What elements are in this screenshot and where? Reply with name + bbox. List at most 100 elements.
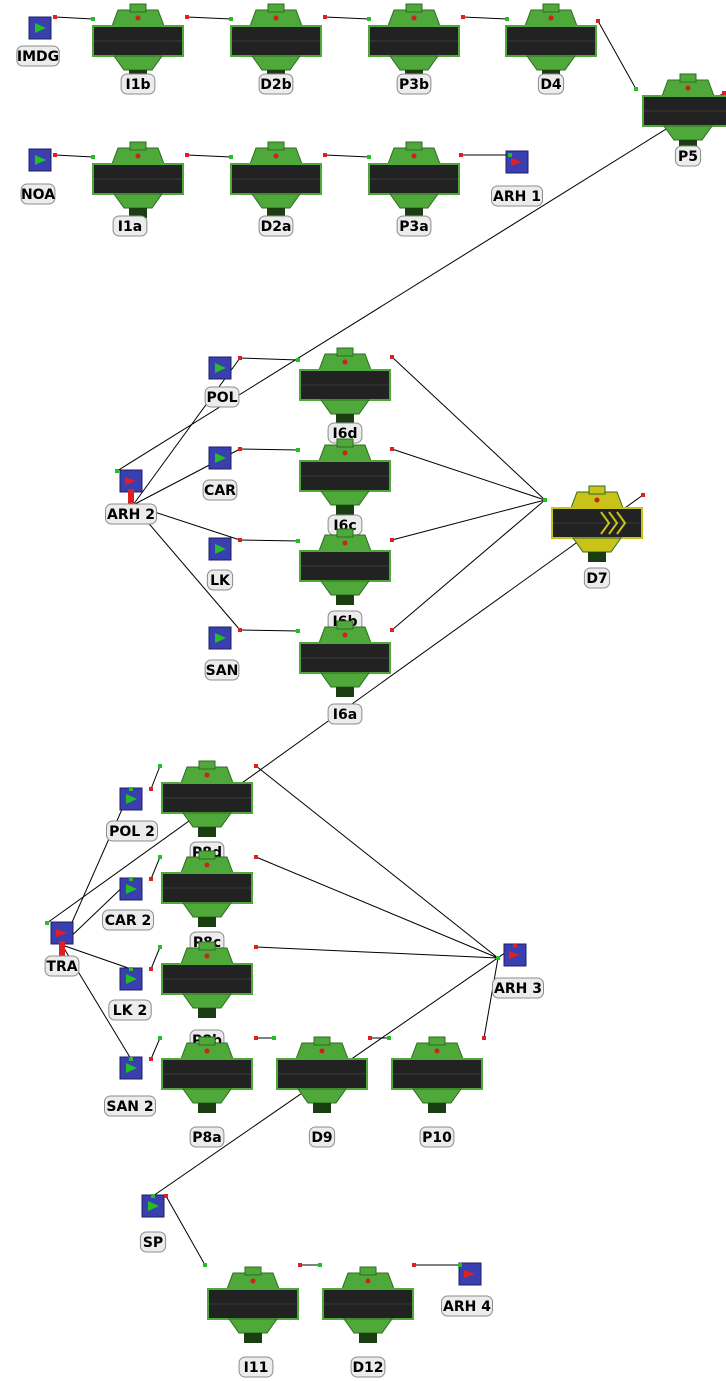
machine-node-p8b[interactable]: P8b [158, 941, 258, 1051]
input-port[interactable] [543, 498, 547, 502]
machine-node-p5[interactable]: P5 [634, 73, 726, 167]
output-port[interactable] [390, 355, 394, 359]
output-port[interactable] [298, 1263, 302, 1267]
input-port[interactable] [296, 629, 300, 633]
machine-node-p8d[interactable]: P8d [158, 760, 258, 863]
output-port[interactable] [238, 447, 242, 451]
output-port[interactable] [185, 153, 189, 157]
machine-node-d4[interactable]: D4 [505, 3, 600, 95]
machine-node-p3a[interactable]: P3a [367, 141, 463, 237]
output-port[interactable] [53, 153, 57, 157]
machine-node-d12[interactable]: D12 [318, 1263, 416, 1378]
input-port[interactable] [158, 764, 162, 768]
input-port[interactable] [115, 469, 119, 473]
input-port[interactable] [634, 87, 638, 91]
machine-node-d2a[interactable]: D2a [229, 141, 327, 237]
input-port[interactable] [229, 155, 233, 159]
source-node-pol[interactable]: POL [204, 356, 242, 408]
input-port[interactable] [91, 155, 95, 159]
output-port[interactable] [238, 538, 242, 542]
input-port[interactable] [229, 17, 233, 21]
source-node-pol2[interactable]: POL 2 [106, 787, 158, 842]
output-port[interactable] [368, 1036, 372, 1040]
input-port[interactable] [129, 967, 133, 971]
output-port[interactable] [254, 855, 258, 859]
input-port[interactable] [91, 17, 95, 21]
input-port[interactable] [151, 1194, 155, 1198]
input-port[interactable] [158, 945, 162, 949]
output-port[interactable] [641, 493, 645, 497]
input-port[interactable] [387, 1036, 391, 1040]
output-port[interactable] [482, 1036, 486, 1040]
output-port[interactable] [238, 628, 242, 632]
machine-node-p10[interactable]: P10 [387, 1036, 486, 1148]
output-port[interactable] [149, 967, 153, 971]
machine-node-d2b[interactable]: D2b [229, 3, 327, 95]
input-port[interactable] [296, 448, 300, 452]
sink-node-arh2[interactable]: ARH 2 [105, 469, 157, 525]
output-port[interactable] [323, 15, 327, 19]
output-port[interactable] [412, 1263, 416, 1267]
input-port[interactable] [45, 921, 49, 925]
machine-node-i1a[interactable]: I1a [91, 141, 189, 237]
output-port[interactable] [238, 356, 242, 360]
sink-node-tra[interactable]: TRA [44, 921, 80, 977]
output-port[interactable] [254, 945, 258, 949]
sink-node-arh4[interactable]: ARH 4 [441, 1262, 493, 1317]
input-port[interactable] [158, 855, 162, 859]
input-port[interactable] [496, 956, 500, 960]
machine-node-i6c[interactable]: I6c [296, 438, 394, 536]
input-port[interactable] [203, 1263, 207, 1267]
machine-node-i11[interactable]: I11 [203, 1263, 302, 1378]
input-port[interactable] [129, 1057, 133, 1061]
source-node-sp[interactable]: SP [139, 1194, 168, 1253]
output-port[interactable] [53, 15, 57, 19]
sink-node-arh3[interactable]: ARH 3 [492, 943, 544, 999]
input-port[interactable] [508, 153, 512, 157]
machine-node-p8a[interactable]: P8a [158, 1036, 258, 1148]
input-port[interactable] [367, 17, 371, 21]
machine-node-p8c[interactable]: P8c [158, 850, 258, 953]
input-port[interactable] [458, 1263, 462, 1267]
source-node-san[interactable]: SAN [204, 626, 242, 681]
output-port[interactable] [461, 15, 465, 19]
output-port[interactable] [722, 91, 726, 95]
input-port[interactable] [318, 1263, 322, 1267]
machine-node-i6a[interactable]: I6a [296, 620, 394, 725]
sink-node-arh1[interactable]: ARH 1 [491, 150, 543, 207]
machine-node-i6d[interactable]: I6d [296, 347, 394, 444]
output-port[interactable] [149, 877, 153, 881]
machine-node-i1b[interactable]: I1b [91, 3, 189, 95]
source-node-noa[interactable]: NOA [20, 148, 57, 205]
input-port[interactable] [129, 787, 133, 791]
machine-node-p3b[interactable]: P3b [367, 3, 465, 95]
output-port[interactable] [254, 764, 258, 768]
output-port[interactable] [459, 153, 463, 157]
source-node-imdg[interactable]: IMDG [16, 15, 60, 67]
output-port[interactable] [513, 944, 517, 948]
input-port[interactable] [296, 539, 300, 543]
input-port[interactable] [272, 1036, 276, 1040]
machine-node-d9[interactable]: D9 [272, 1036, 372, 1148]
output-port[interactable] [390, 628, 394, 632]
machine-node-d7[interactable]: D7 [543, 485, 645, 589]
output-port[interactable] [390, 538, 394, 542]
input-port[interactable] [296, 358, 300, 362]
input-port[interactable] [505, 17, 509, 21]
output-port[interactable] [164, 1194, 168, 1198]
output-port[interactable] [390, 447, 394, 451]
source-node-lk[interactable]: LK [206, 537, 242, 591]
source-node-san2[interactable]: SAN 2 [104, 1056, 156, 1117]
machine-node-i6b[interactable]: I6b [296, 528, 394, 632]
output-port[interactable] [60, 943, 64, 947]
input-port[interactable] [367, 155, 371, 159]
output-port[interactable] [323, 153, 327, 157]
output-port[interactable] [185, 15, 189, 19]
input-port[interactable] [158, 1036, 162, 1040]
output-port[interactable] [254, 1036, 258, 1040]
source-node-lk2[interactable]: LK 2 [108, 967, 153, 1021]
source-node-car[interactable]: CAR [202, 446, 242, 501]
source-node-car2[interactable]: CAR 2 [102, 877, 154, 931]
output-port[interactable] [149, 787, 153, 791]
output-port[interactable] [596, 19, 600, 23]
